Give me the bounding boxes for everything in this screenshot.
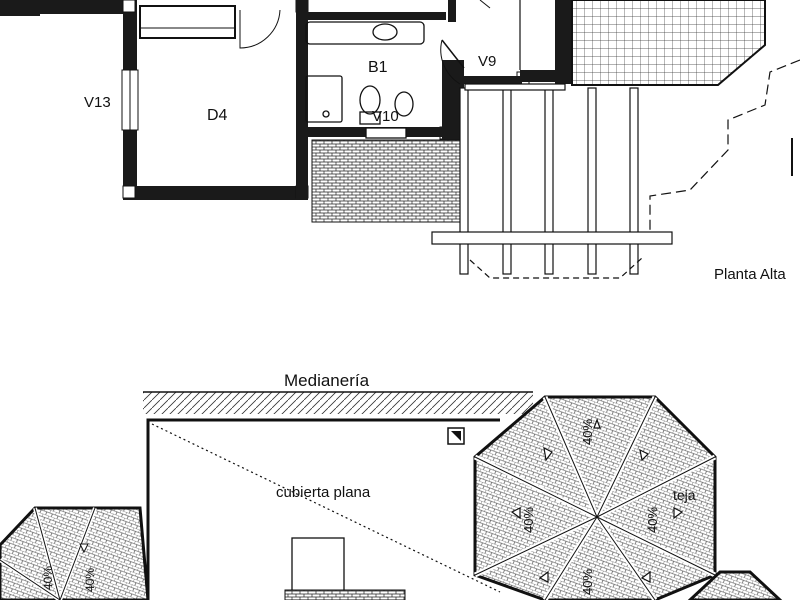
room-label-d4: D4 xyxy=(207,107,228,124)
bath-fixtures xyxy=(305,21,425,139)
room-label-b1: B1 xyxy=(368,59,388,76)
bathroom-walls xyxy=(296,0,464,200)
octagonal-roof: 40% 40% 40% 40% teja xyxy=(473,395,717,600)
right-roof-fragment xyxy=(687,570,783,600)
bedroom-walls xyxy=(0,0,308,200)
party-wall-label: Medianería xyxy=(284,371,370,390)
chimney xyxy=(291,537,345,593)
roof-slope-label: 40% xyxy=(580,569,595,595)
bedroom-door-swing xyxy=(239,9,281,49)
roof-slope-label: 40% xyxy=(580,419,595,445)
plan-title: Planta Alta xyxy=(714,266,786,283)
hall-walls xyxy=(448,0,573,84)
pergola-dashed-outline xyxy=(469,257,643,279)
party-wall-hatch xyxy=(143,392,533,414)
upper-floor-plan: D4 B1 V13 V10 V9 Planta Alta xyxy=(0,0,800,283)
left-roof-fragment: 40% 40% xyxy=(0,506,150,600)
dashed-boundary xyxy=(649,59,800,232)
closet xyxy=(139,5,236,39)
tiled-terrace xyxy=(311,139,461,223)
roof-plan: Medianería cubierta plana xyxy=(0,371,783,600)
roof-slope-label: 40% xyxy=(41,566,55,590)
roof-slope-label: 40% xyxy=(521,507,536,533)
flat-roof-outline xyxy=(146,418,500,600)
roof-slope-label: 40% xyxy=(645,507,660,533)
pergola xyxy=(431,83,673,275)
flat-roof-label: cubierta plana xyxy=(276,484,371,501)
window-label-v13: V13 xyxy=(84,94,111,111)
window-label-v10: V10 xyxy=(372,108,399,125)
grid-terrace xyxy=(571,0,766,86)
window-label-v9: V9 xyxy=(478,53,496,70)
roof-slope-label: 40% xyxy=(83,568,97,592)
bath-door-swing xyxy=(440,39,461,85)
tile-label: teja xyxy=(673,487,696,503)
